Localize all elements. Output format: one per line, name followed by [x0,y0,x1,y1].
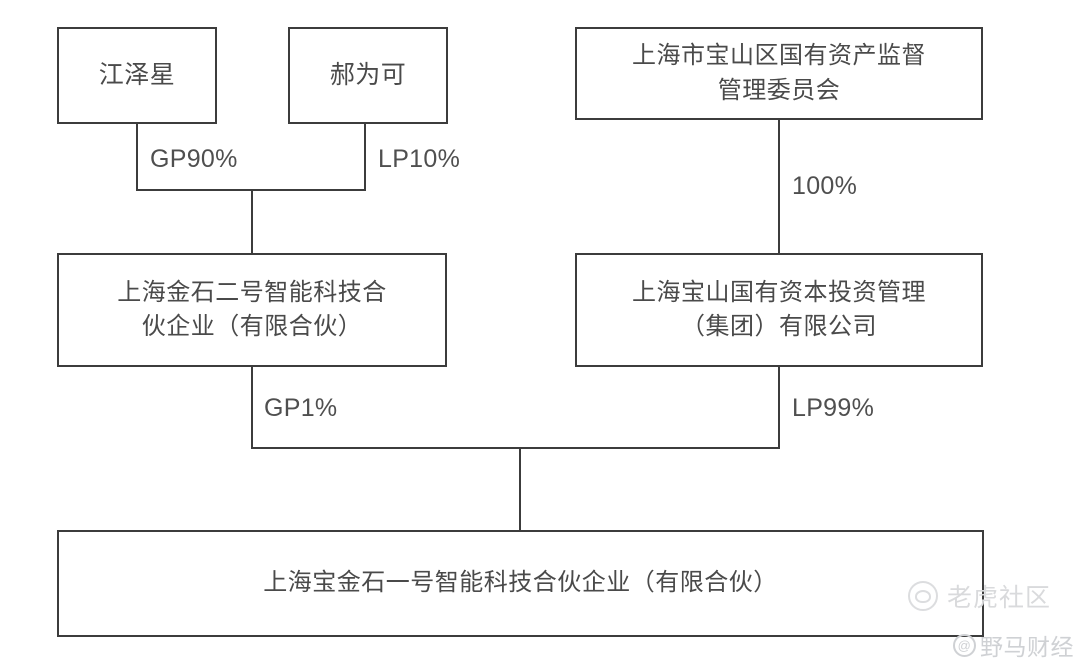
edge-label-lp99: LP99% [792,394,875,422]
node-baojinshi-no1-partnership: 上海宝金石一号智能科技合伙企业（有限合伙） [57,530,984,637]
node-jinshi-no2-partnership: 上海金石二号智能科技合 伙企业（有限合伙） [57,253,447,367]
node-jiangzexing: 江泽星 [57,27,217,124]
connector-bus-bottom-to-baojinshi1 [519,447,521,530]
edge-label-gp90: GP90% [150,145,238,173]
node-baoshan-sasac: 上海市宝山区国有资产监督 管理委员会 [575,27,983,120]
edge-label-lp10: LP10% [378,145,461,173]
connector-jinshi2-drop [251,367,253,448]
edge-label-gp1: GP1% [264,394,338,422]
node-haoweike-label: 郝为可 [329,60,407,89]
connector-jiangzexing-drop [136,124,138,190]
node-baoshan-capital-group: 上海宝山国有资本投资管理 （集团）有限公司 [575,253,983,367]
edge-label-100: 100% [792,172,858,200]
connector-baoshan-capital-drop [778,367,780,448]
connector-bus-top-to-jinshi2 [251,189,253,253]
connector-haoweike-drop [364,124,366,190]
node-jinshi-no2-partnership-label: 上海金石二号智能科技合 伙企业（有限合伙） [117,278,387,340]
node-baojinshi-no1-partnership-label: 上海宝金石一号智能科技合伙企业（有限合伙） [263,569,778,597]
connector-bus-bottom [251,447,780,449]
watermark-yema-finance-text: 野马财经 [980,634,1074,660]
connector-sasac-to-baoshan-capital [778,120,780,253]
node-haoweike: 郝为可 [288,27,448,124]
node-baoshan-capital-group-label: 上海宝山国有资本投资管理 （集团）有限公司 [632,278,926,340]
node-baoshan-sasac-label: 上海市宝山区国有资产监督 管理委员会 [632,42,926,104]
node-jiangzexing-label: 江泽星 [98,60,176,89]
